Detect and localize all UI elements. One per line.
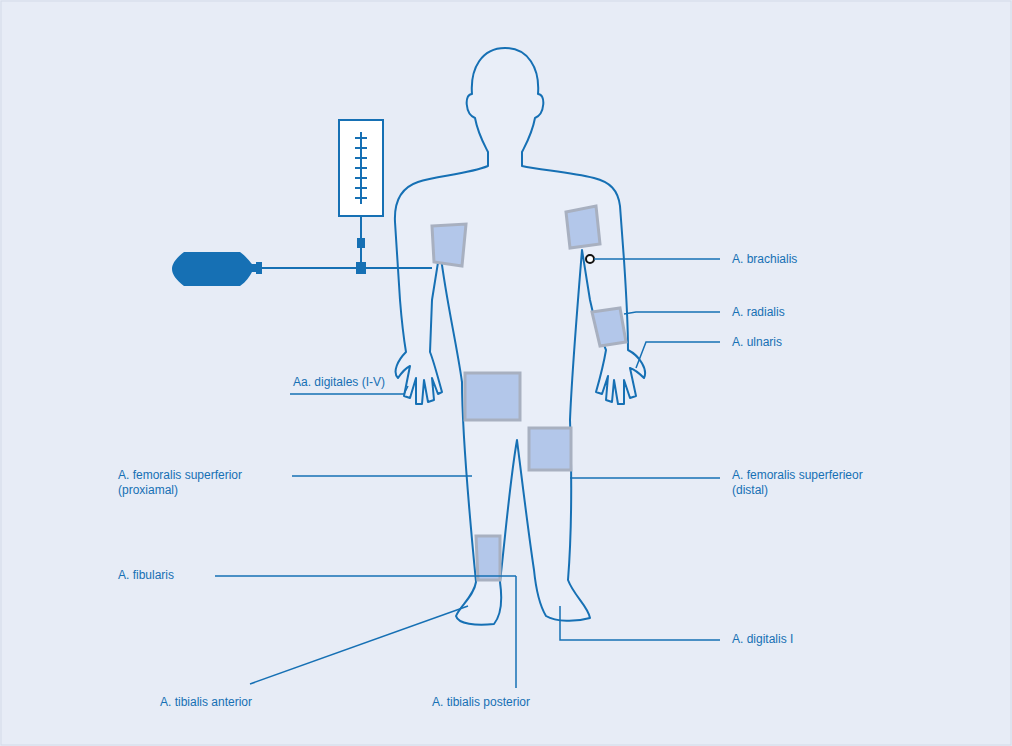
artery-label: A. femoralis superferior (proxiamal) — [118, 468, 288, 498]
artery-label: A. fibularis — [118, 568, 213, 583]
artery-label: A. radialis — [732, 305, 932, 320]
cuff — [432, 206, 626, 580]
artery-label: A. femoralis superferieor (distal) — [732, 468, 897, 498]
body-outline — [395, 48, 645, 625]
artery-label: A. tibialis posterior — [432, 695, 632, 710]
cuff — [465, 373, 520, 420]
cuff — [476, 536, 500, 580]
artery-label: A. ulnaris — [732, 335, 932, 350]
leader-line — [215, 259, 720, 688]
sphygmomanometer — [172, 120, 432, 286]
cuff — [529, 428, 571, 470]
cuff — [432, 224, 466, 266]
artery-label: A. digitalis I — [732, 632, 932, 647]
cuff — [566, 206, 600, 248]
cuff — [592, 308, 626, 346]
artery-label: A. tibialis anterior — [160, 695, 360, 710]
artery-marker — [586, 255, 594, 263]
artery-label: A. brachialis — [732, 252, 932, 267]
artery-label: Aa. digitales (I-V) — [293, 375, 453, 390]
